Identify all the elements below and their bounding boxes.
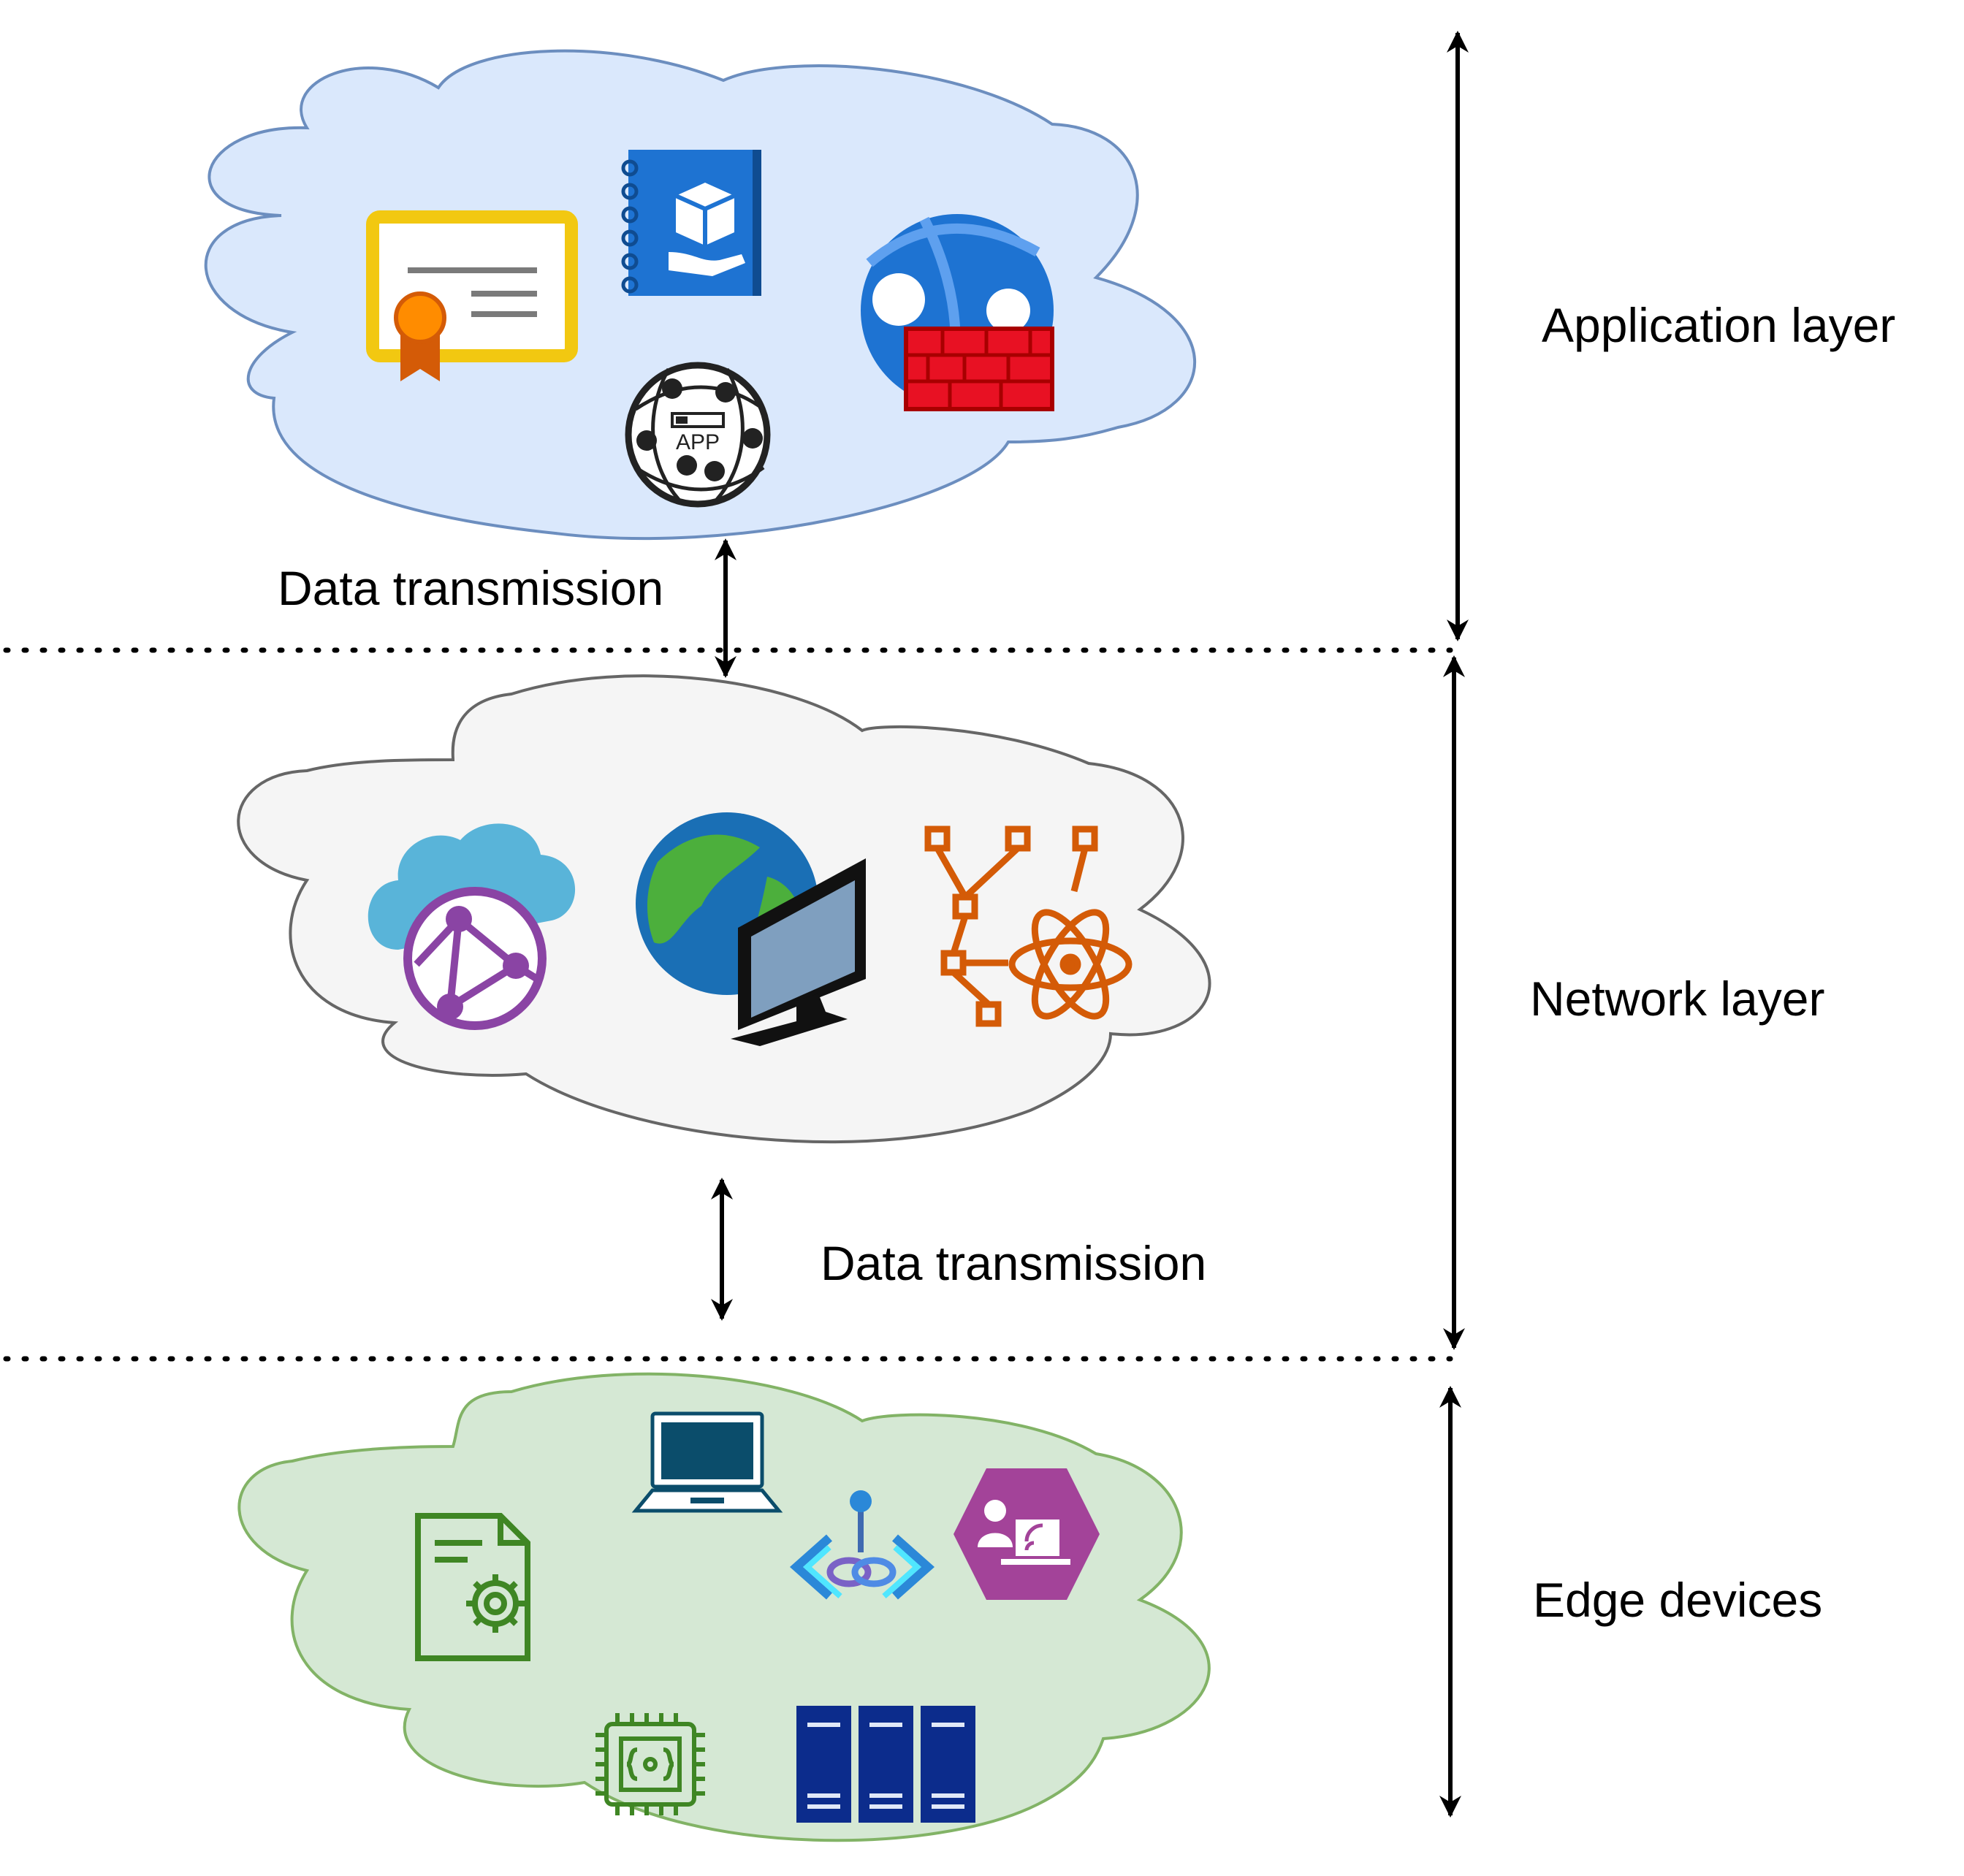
server-rack-icon (796, 1706, 975, 1823)
network-layer-label: Network layer (1530, 972, 1824, 1026)
application-layer-label: Application layer (1542, 298, 1895, 352)
edge-devices-label: Edge devices (1533, 1573, 1822, 1627)
certificate-icon (366, 210, 578, 381)
config-file-icon (415, 1513, 530, 1661)
laptop-icon (631, 1411, 783, 1513)
network-atom-icon (924, 825, 1133, 1027)
globe-monitor-icon (636, 812, 866, 1046)
svg-text:APP: APP (676, 430, 720, 454)
web-firewall-icon (861, 214, 1054, 411)
cloud-network-icon (368, 823, 576, 1030)
api-link-icon (789, 1490, 935, 1600)
chip-icon (595, 1713, 705, 1815)
app-network-icon: APP (625, 362, 771, 508)
data-transmission-label-lower: Data transmission (821, 1236, 1206, 1290)
data-transmission-label-upper: Data transmission (278, 561, 663, 615)
blueprint-book-icon (621, 150, 761, 296)
iot-hub-icon (954, 1468, 1100, 1600)
